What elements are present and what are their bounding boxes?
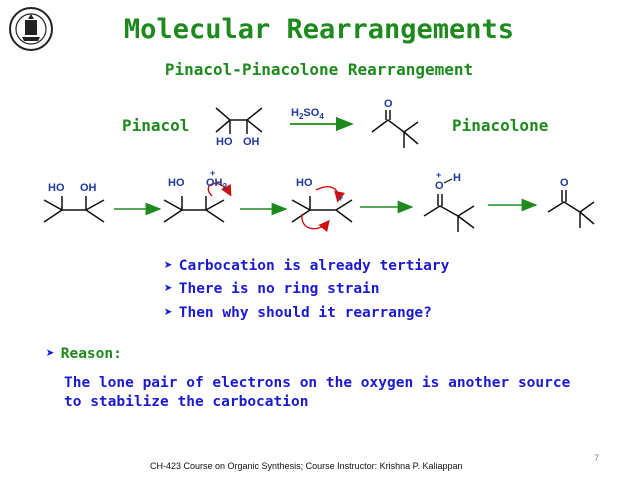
reason-heading: ➤Reason:: [46, 346, 122, 362]
reason-line-1: The lone pair of electrons on the oxygen…: [64, 375, 571, 391]
pinacolone-structure: [371, 110, 419, 148]
s2-ho: HO: [168, 177, 185, 189]
s2-oh2: OH2: [206, 177, 227, 192]
mech-step1-structure: [43, 196, 105, 223]
arrowhead-bullet-icon: ➤: [164, 305, 173, 321]
s3-plus: +: [338, 193, 344, 203]
slide-title: Molecular Rearrangements: [123, 14, 515, 45]
slide-subtitle: Pinacol-Pinacolone Rearrangement: [164, 60, 474, 79]
bullet-item-3: ➤Then why should it rearrange?: [164, 305, 432, 321]
pinacolone-o: O: [384, 98, 393, 110]
s1-ho: HO: [48, 182, 65, 194]
s1-oh: OH: [80, 182, 97, 194]
pinacol-ho: HO: [216, 136, 233, 148]
pinacol-oh: OH: [243, 136, 260, 148]
curved-arrow-1: [207, 182, 232, 197]
institute-seal-icon: [9, 7, 53, 51]
institute-logo: [8, 6, 54, 52]
s4-plus: +: [436, 170, 442, 180]
mech-step5-structure: [547, 190, 595, 228]
s5-o: O: [560, 177, 569, 189]
arrowhead-bullet-icon: ➤: [46, 346, 55, 362]
reagent-label: H2SO4: [291, 107, 324, 122]
mech-step4-structure: [423, 194, 475, 232]
s3-ho: HO: [296, 177, 313, 189]
footer-credit: CH-423 Course on Organic Synthesis; Cour…: [150, 461, 463, 471]
s4-o: O: [435, 180, 444, 192]
pinacolone-label: Pinacolone: [452, 116, 549, 135]
s4-h: H: [453, 172, 461, 184]
page-number: 7: [594, 453, 600, 463]
bullet-item-2: ➤There is no ring strain: [164, 281, 380, 297]
pinacol-label: Pinacol: [122, 116, 190, 135]
pinacol-structure: [215, 107, 263, 134]
arrowhead-bullet-icon: ➤: [164, 258, 173, 274]
arrowhead-bullet-icon: ➤: [164, 281, 173, 297]
curved-arrow-2: [315, 186, 346, 203]
mech-step3-structure: [291, 196, 353, 223]
reason-line-2: to stabilize the carbocation: [64, 394, 309, 410]
bullet-item-1: ➤Carbocation is already tertiary: [164, 258, 450, 274]
curved-arrow-3: [301, 213, 330, 233]
s2-plus: +: [210, 168, 216, 178]
mech-step2-structure: [163, 196, 225, 223]
